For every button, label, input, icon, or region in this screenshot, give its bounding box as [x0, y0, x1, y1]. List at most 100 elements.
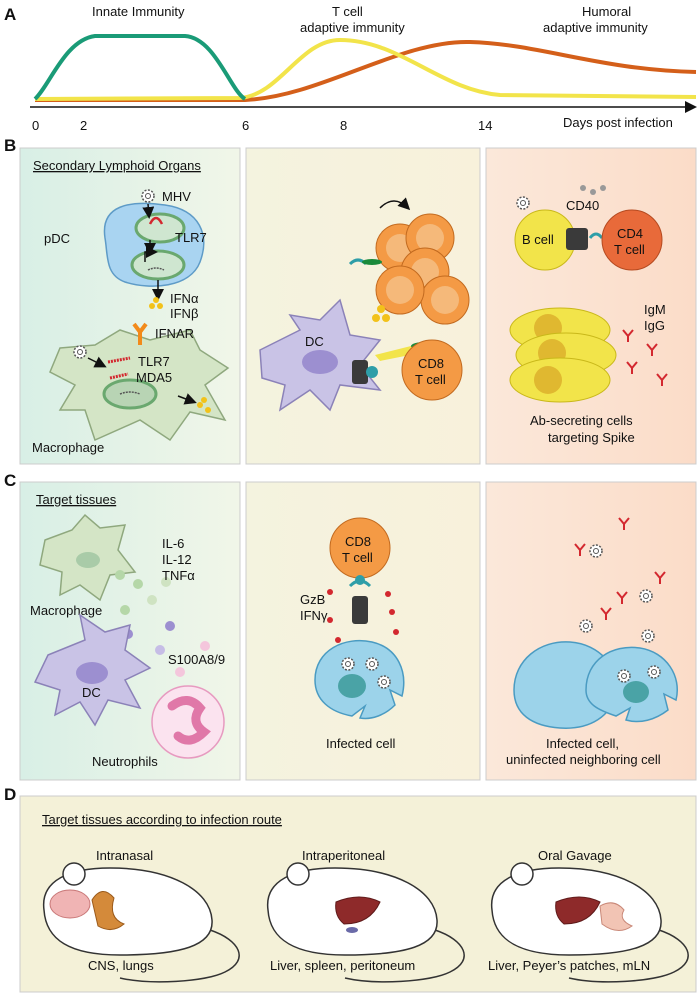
virus-icon-infected-3	[377, 675, 391, 689]
humoral-label-2: adaptive immunity	[543, 20, 648, 35]
mouse-intraperitoneal	[267, 862, 465, 983]
virus-icon-mac	[73, 345, 87, 359]
il12-label: IL-12	[162, 552, 192, 567]
target-intranasal: CNS, lungs	[88, 958, 154, 973]
tick-6: 6	[242, 118, 249, 133]
tcr-receptor-icon	[348, 258, 382, 266]
virus-icon-bcell	[516, 196, 530, 210]
neutrophil-cell	[151, 685, 225, 759]
cd4-label-2: T cell	[614, 242, 645, 257]
axis-label: Days post infection	[563, 115, 673, 130]
mhv-virus-icon	[141, 189, 155, 203]
cytokine-dots-icon	[197, 397, 211, 413]
infected2-label-2: uninfected neighboring cell	[506, 752, 661, 767]
cytokine-dots-mid-icon	[372, 305, 390, 322]
route-oral-gavage: Oral Gavage	[538, 848, 612, 863]
igm-label: IgM	[644, 302, 666, 317]
s100-label: S100A8/9	[168, 652, 225, 667]
tick-14: 14	[478, 118, 492, 133]
tick-8: 8	[340, 118, 347, 133]
tlr7-top-label: TLR7	[175, 230, 207, 245]
ifnar-label: IFNAR	[155, 326, 194, 341]
ifn-dots-icon	[149, 297, 163, 309]
innate-curve	[33, 34, 247, 101]
tcell-label-1: T cell	[332, 4, 363, 19]
humoral-curve	[35, 39, 697, 102]
mhv-arrow	[142, 203, 155, 219]
tnfa-label: TNFα	[162, 568, 195, 583]
tcell-curve	[34, 37, 697, 101]
mouse-intranasal	[42, 862, 240, 983]
panel-letter-a: A	[4, 5, 16, 24]
panel-letter-d: D	[4, 785, 16, 804]
route-intraperitoneal: Intraperitoneal	[302, 848, 385, 863]
mac-out-arrow	[177, 393, 197, 405]
tcell-label-2: adaptive immunity	[300, 20, 405, 35]
ifn-alpha-label: IFNα	[170, 291, 199, 306]
panel-d-title: Target tissues according to infection ro…	[42, 812, 282, 827]
infected-cell-right	[585, 646, 678, 723]
tlr7-strand	[107, 356, 131, 364]
virus-c-icon-6	[647, 665, 661, 679]
panel-letter-c: C	[4, 471, 16, 490]
rotation-arrow-icon	[379, 197, 411, 211]
il6-label: IL-6	[162, 536, 184, 551]
virus-icon-infected-2	[341, 657, 355, 671]
panel-letter-b: B	[4, 136, 16, 155]
virus-entry-arrow	[87, 356, 107, 368]
target-intraperitoneal: Liver, spleen, peritoneum	[270, 958, 415, 973]
target-oral-gavage: Liver, Peyer’s patches, mLN	[488, 958, 650, 973]
route-intranasal: Intranasal	[96, 848, 153, 863]
virus-c-icon-3	[579, 619, 593, 633]
dc-cell-c	[33, 613, 152, 727]
granzyme-dots-icon	[327, 589, 399, 643]
dc-label-c: DC	[82, 685, 101, 700]
cd4-label-1: CD4	[617, 226, 643, 241]
innate-label: Innate Immunity	[92, 4, 185, 19]
macrophage-label-b: Macrophage	[32, 440, 104, 455]
virus-c-icon-2	[639, 589, 653, 603]
cd8-label-b-1: CD8	[418, 356, 444, 371]
panel-c-title: Target tissues	[36, 492, 117, 507]
tcr-c-icon	[348, 575, 372, 624]
ab-label-1: Ab-secreting cells	[530, 413, 633, 428]
dc-label-b: DC	[305, 334, 324, 349]
bcell-synapse-icon	[566, 228, 604, 250]
tick-0: 0	[32, 118, 39, 133]
tcell-cluster	[375, 213, 470, 325]
panel-c-box-3	[485, 481, 697, 781]
mhv-label: MHV	[162, 189, 191, 204]
bcell-label: B cell	[522, 232, 554, 247]
humoral-label-1: Humoral	[582, 4, 631, 19]
cd4-tcell	[601, 209, 663, 271]
cd8-label-b-2: T cell	[415, 372, 446, 387]
pdc-label: pDC	[44, 231, 70, 246]
pdc-cell	[103, 202, 205, 287]
cd40-dots-icon	[580, 185, 606, 195]
cd8-tcell-b	[401, 339, 463, 401]
mda5-label: MDA5	[136, 370, 172, 385]
ifnar-receptor-icon	[132, 322, 148, 345]
ab-label-2: targeting Spike	[548, 430, 635, 445]
infected-cell	[314, 640, 405, 720]
virus-c-icon-4	[641, 629, 655, 643]
ifng-label: IFNγ	[300, 608, 328, 623]
macrophage-label-c: Macrophage	[30, 603, 102, 618]
tlr7-mac-label: TLR7	[138, 354, 170, 369]
panel-b-title: Secondary Lymphoid Organs	[33, 158, 201, 173]
virus-icon-infected-1	[365, 657, 379, 671]
cd40-label: CD40	[566, 198, 599, 213]
plasma-cells	[509, 307, 617, 403]
igg-label: IgG	[644, 318, 665, 333]
mda5-strand	[109, 372, 129, 380]
neutrophils-label: Neutrophils	[92, 754, 158, 769]
virus-c-icon-5	[617, 669, 631, 683]
infected2-label-1: Infected cell,	[546, 736, 619, 751]
cd8-label-c-1: CD8	[345, 534, 371, 549]
virus-c-icon-1	[589, 544, 603, 558]
gzb-label: GzB	[300, 592, 325, 607]
macrophage-cell-c	[39, 513, 137, 602]
infected-label: Infected cell	[326, 736, 395, 751]
cd8-label-c-2: T cell	[342, 550, 373, 565]
tick-2: 2	[80, 118, 87, 133]
